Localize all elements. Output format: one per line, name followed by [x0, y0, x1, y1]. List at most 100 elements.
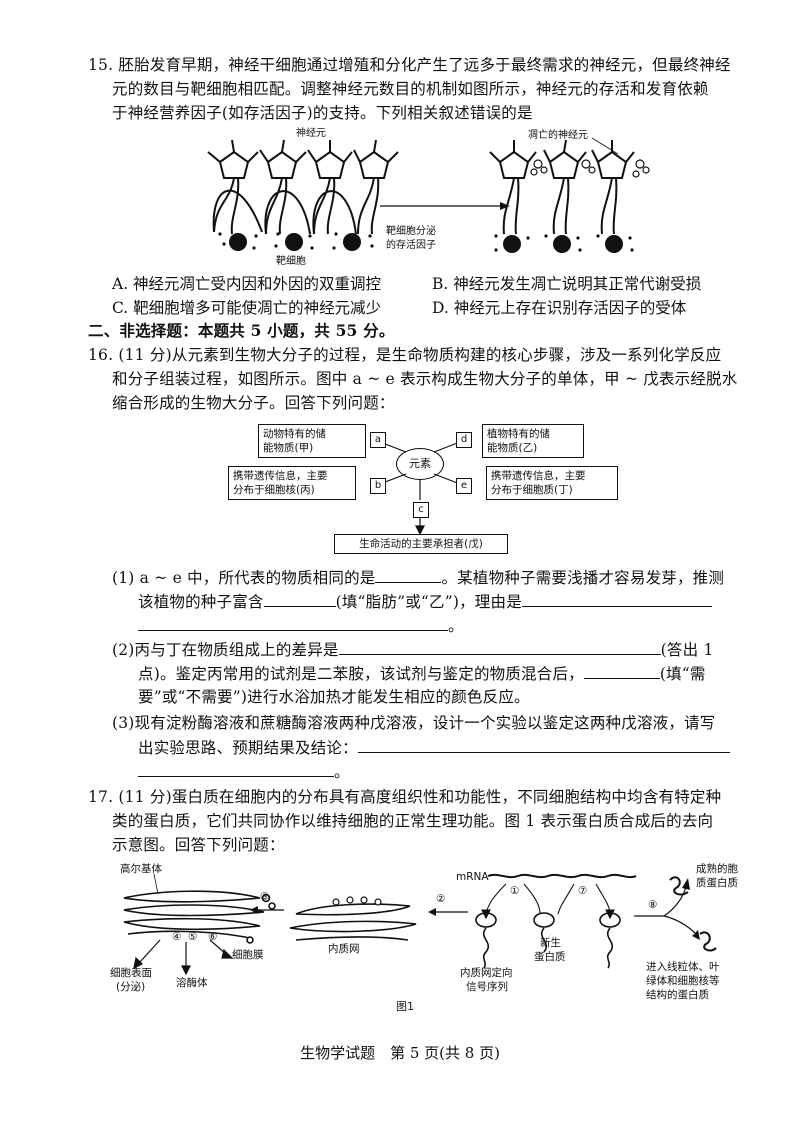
q15-option-d[interactable]: D. 神经元上存在识别存活因子的受体: [432, 299, 687, 317]
fig-target-label: 靶细胞: [276, 254, 306, 267]
target-cells-right: [503, 235, 623, 253]
q16-sub1-text-1: (1) a ~ e 中，所代表的物质相同的是: [112, 569, 376, 587]
monomer-d: d: [456, 432, 472, 448]
er-ribosomes: [332, 896, 382, 906]
q15-option-b[interactable]: B. 神经元发生凋亡说明其正常代谢受损: [432, 275, 702, 293]
q16-sub3-text-3: 。: [334, 763, 350, 781]
q15-option-c[interactable]: C. 靶细胞增多可能使凋亡的神经元减少: [112, 299, 382, 317]
q16-sub2-text-2: (答出 1: [660, 641, 714, 659]
fig-dead-label: 凋亡的神经元: [528, 128, 588, 141]
fig-organelle-label-1: 进入线粒体、叶: [646, 960, 720, 973]
survival-factor-dots-right: [494, 234, 634, 252]
box-bing: 携带遗传信息，主要 分布于细胞核(丙): [228, 466, 356, 500]
fig-er-signal-label-2: 信号序列: [466, 980, 508, 993]
monomer-b: b: [370, 478, 386, 494]
q16-sub3-line-3: 。: [138, 760, 350, 783]
dead-label-pointer: [591, 137, 619, 155]
q16-sub2-text-3: 点)。鉴定丙常用的试剂是二苯胺，该试剂与鉴定的物质混合后，: [138, 665, 584, 683]
fig-lysosome-label: 溶酶体: [176, 976, 208, 989]
box-jia-line-1: 动物特有的储: [263, 428, 326, 440]
fig-n8: ⑧: [648, 899, 657, 911]
q17-line-2: 类的蛋白质，它们共同协作以维持细胞的正常生理功能。图 1 表示蛋白质合成后的去向: [112, 812, 714, 830]
box-yi: 植物特有的储 能物质(乙): [482, 424, 584, 458]
fig-new-protein-label-2: 蛋白质: [534, 950, 566, 963]
target-cells-left: [229, 233, 361, 251]
fig-er-label: 内质网: [328, 942, 360, 955]
q16-sub2-line-1: (2)丙与丁在物质组成上的差异是 (答出 1: [112, 638, 714, 661]
q16-sub1-line-1: (1) a ~ e 中，所代表的物质相同的是 。某植物种子需要浅播才容易发芽，推测: [112, 566, 724, 589]
q16-sub3-text-2: 出实验思路、预期结果及结论：: [138, 739, 358, 757]
box-ding-line-2: 分布于细胞质(丁): [491, 484, 573, 496]
fig-mature-label-2: 质蛋白质: [696, 876, 738, 889]
fig-n6: ⑥: [208, 931, 217, 943]
neuron-group-right: [489, 139, 635, 235]
monomer-c: c: [413, 502, 429, 518]
fig-n3: ③: [260, 891, 269, 903]
q16-sub2-line-2: 点)。鉴定丙常用的试剂是二苯胺，该试剂与鉴定的物质混合后，(填“需: [138, 662, 706, 685]
process-arrow-head: [500, 202, 510, 210]
ribosome-right: [599, 912, 621, 969]
neuron-group-left: [207, 139, 399, 235]
fig-membrane-label: 细胞膜: [232, 948, 264, 961]
q16-sub1-blank-1[interactable]: [375, 566, 442, 583]
box-bing-line-2: 分布于细胞核(丙): [233, 484, 315, 496]
box-wu: 生命活动的主要承担者(戊): [334, 534, 508, 554]
fig-organelle-label-2: 绿体和细胞核等: [646, 974, 720, 987]
q15-line-1: 15. 胚胎发育早期，神经干细胞通过增殖和分化产生了远多于最终需求的神经元，但最…: [88, 56, 731, 74]
monomer-e: e: [456, 478, 472, 494]
q16-line-1: 16. (11 分)从元素到生物大分子的过程，是生命物质构建的核心步骤，涉及一系…: [88, 346, 722, 364]
fig-er-signal-label-1: 内质网定向: [460, 966, 513, 979]
q16-sub3-blank-2[interactable]: [138, 760, 334, 777]
q16-sub3-line-1: (3)现有淀粉酶溶液和蔗糖酶溶液两种戊溶液，设计一个实验以鉴定这两种戊溶液，请写: [112, 714, 716, 732]
mature-protein-shape: [669, 876, 689, 896]
q16-sub3-blank-1[interactable]: [357, 736, 730, 753]
q16-sub1-blank-4[interactable]: [138, 614, 448, 631]
q16-sub1-line-3: 。: [138, 614, 464, 637]
mrna-strand: [487, 873, 637, 879]
endoplasmic-reticulum: [289, 903, 417, 941]
fig-surface-label-2: (分泌): [116, 980, 145, 993]
apoptotic-bodies: [530, 159, 650, 178]
page-footer: 生物学试题 第 5 页(共 8 页): [300, 1044, 500, 1062]
q15-neuron-figure: 神经元 靶细胞 靶细胞分泌: [207, 126, 650, 267]
fig-mrna-label: mRNA: [456, 871, 489, 883]
section-2-heading: 二、非选择题：本题共 5 小题，共 55 分。: [88, 321, 395, 340]
q17-figure: 高尔基体 ④ ⑤ ⑥ 细胞表面 (分泌) 溶酶体 细胞膜 ③: [110, 862, 738, 1013]
q16-sub2-blank-1[interactable]: [338, 638, 661, 655]
fig-surface-label-1: 细胞表面: [110, 966, 152, 979]
box-yi-line-2: 能物质(乙): [487, 442, 538, 454]
q15-line-2: 元的数目与靶细胞相匹配。调整神经元数目的机制如图所示，神经元的存活和发育依赖: [112, 80, 709, 98]
fig-organelle-label-3: 结构的蛋白质: [646, 988, 709, 1001]
q15-line-3: 于神经营养因子(如存活因子)的支持。下列相关叙述错误的是: [112, 104, 533, 122]
q15-option-a[interactable]: A. 神经元凋亡受内因和外因的双重调控: [112, 275, 382, 293]
q16-sub1-text-2: 。某植物种子需要浅播才容易发芽，推测: [441, 569, 725, 587]
fig-n1: ①: [510, 885, 519, 897]
fig-mature-label-1: 成熟的胞: [696, 862, 738, 875]
monomer-a: a: [370, 432, 386, 448]
q17-line-3: 示意图。回答下列问题：: [112, 836, 285, 854]
fig-new-protein-label-1: 新生: [540, 936, 561, 949]
fig-n4: ④: [172, 931, 181, 943]
box-jia-line-2: 能物质(甲): [263, 442, 314, 454]
q16-sub2-text-1: (2)丙与丁在物质组成上的差异是: [112, 641, 339, 659]
q16-sub1-line-2: 该植物的种子富含(填“脂肪”或“乙”)，理由是: [138, 590, 712, 613]
q16-sub3-line-2: 出实验思路、预期结果及结论：: [138, 736, 730, 759]
q16-sub1-blank-2[interactable]: [263, 590, 336, 607]
fig-neuron-label: 神经元: [296, 126, 326, 139]
q16-sub1-text-5: 。: [448, 617, 464, 635]
fig-n5: ⑤: [188, 931, 197, 943]
box-jia: 动物特有的储 能物质(甲): [258, 424, 366, 458]
fig-golgi-label: 高尔基体: [120, 862, 162, 875]
golgi-vesicles: [246, 893, 276, 944]
fig-caption: 图1: [396, 1000, 414, 1013]
fig-arrow-label-1: 靶细胞分泌: [386, 224, 436, 237]
box-ding: 携带遗传信息，主要 分布于细胞质(丁): [486, 466, 618, 500]
q16-sub1-text-4: (填“脂肪”或“乙”)，理由是: [335, 593, 522, 611]
fig-n7: ⑦: [578, 885, 587, 897]
q16-sub1-blank-3[interactable]: [521, 590, 712, 607]
q17-line-1: 17. (11 分)蛋白质在细胞内的分布具有高度组织性和功能性，不同细胞结构中均…: [88, 788, 722, 806]
box-yi-line-1: 植物特有的储: [487, 428, 550, 440]
q16-sub2-blank-2[interactable]: [583, 662, 660, 679]
q16-line-2: 和分子组装过程，如图所示。图中 a ~ e 表示构成生物大分子的单体，甲 ~ 戊…: [112, 370, 738, 388]
